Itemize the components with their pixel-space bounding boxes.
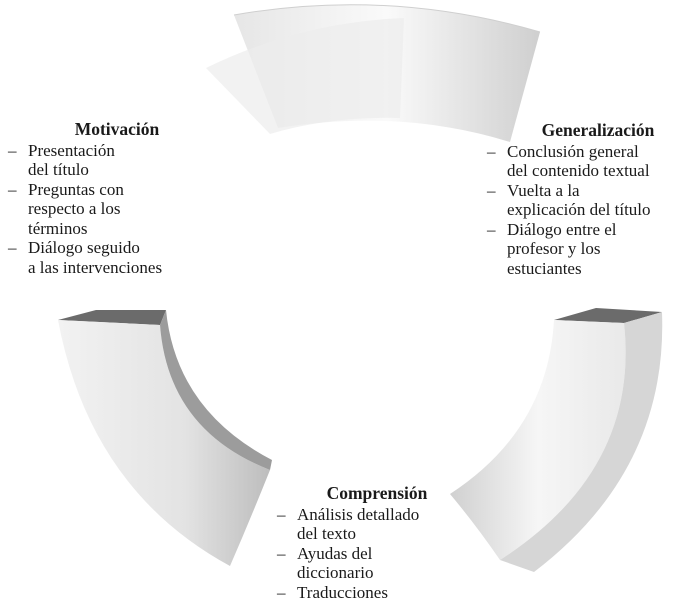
list-item: Ayudas del diccionario bbox=[275, 544, 465, 583]
cycle-segment-top bbox=[206, 4, 541, 143]
list-item: Análisis detallado del texto bbox=[275, 505, 465, 544]
stage-title-motivacion: Motivación bbox=[74, 119, 160, 139]
stage-items-generalizacion: Conclusión general del contenido textual… bbox=[485, 142, 691, 279]
list-item: Diálogo seguido a las intervenciones bbox=[6, 238, 216, 277]
stage-title-generalizacion: Generalización bbox=[541, 120, 655, 140]
list-item: Presentación del título bbox=[6, 141, 216, 180]
stage-items-motivacion: Presentación del título Preguntas con re… bbox=[6, 141, 216, 278]
list-item: Preguntas con respecto a los términos bbox=[6, 180, 216, 239]
stage-comprension: Comprensión Análisis detallado del texto… bbox=[275, 483, 465, 603]
stage-motivacion: Motivación Presentación del título Pregu… bbox=[6, 119, 216, 278]
list-item: Vuelta a la explicación del título bbox=[485, 181, 691, 220]
stage-title-comprension: Comprensión bbox=[326, 483, 428, 503]
list-item: Traducciones bbox=[275, 583, 465, 603]
stage-generalizacion: Generalización Conclusión general del co… bbox=[485, 120, 691, 279]
list-item: Diálogo entre el profesor y los estucian… bbox=[485, 220, 691, 279]
list-item: Conclusión general del contenido textual bbox=[485, 142, 691, 181]
cycle-segment-right bbox=[450, 308, 663, 572]
stage-items-comprension: Análisis detallado del texto Ayudas del … bbox=[275, 505, 465, 603]
cycle-segment-left bbox=[58, 310, 272, 566]
